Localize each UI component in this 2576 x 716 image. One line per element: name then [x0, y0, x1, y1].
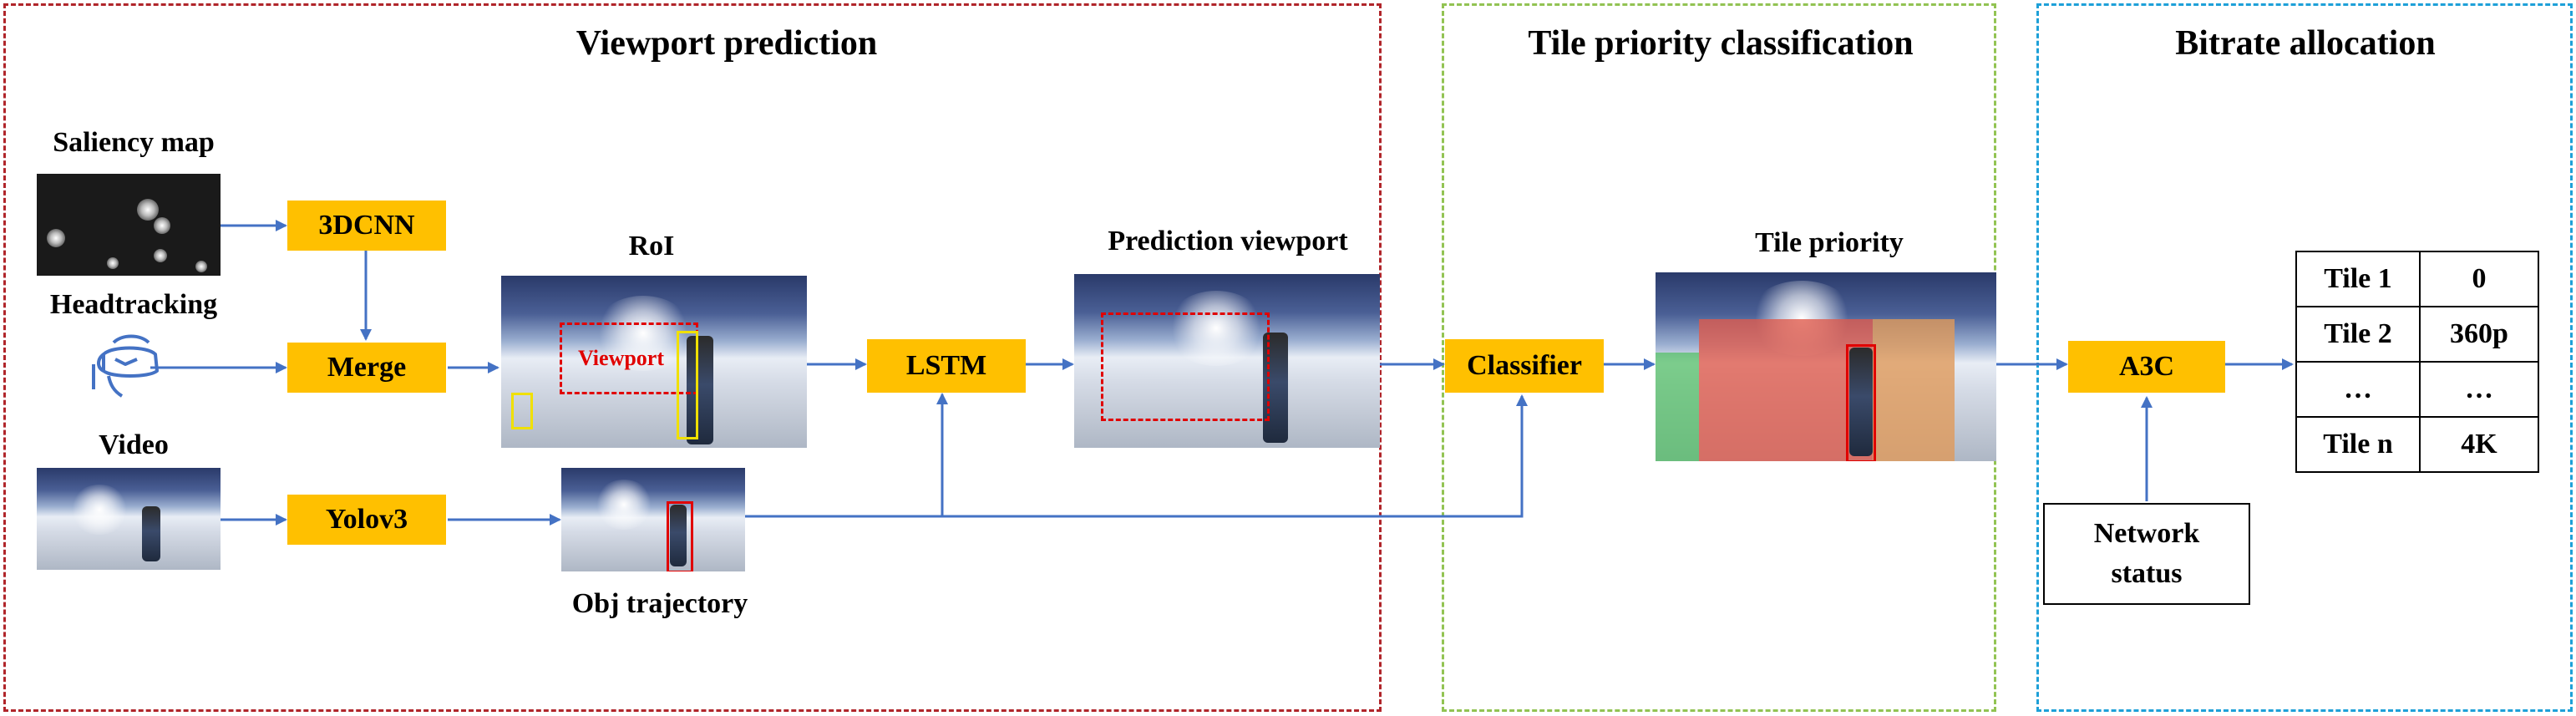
predicted-viewport-rect — [1101, 312, 1270, 421]
arrow-objtraj-to-classifier — [942, 401, 1524, 518]
tile-object-box — [1846, 344, 1876, 461]
tile-priority-image — [1656, 272, 1996, 461]
viewport-prediction-title: Viewport prediction — [576, 24, 878, 63]
table-cell-tile: Tile 1 — [2295, 251, 2421, 307]
table-cell-quality: 360p — [2419, 306, 2539, 363]
network-status-line1: Network — [2093, 518, 2200, 549]
obj-trajectory-label: Obj trajectory — [571, 588, 748, 619]
a3c-box: A3C — [2068, 341, 2225, 393]
table-cell-tile: Tile n — [2295, 416, 2421, 473]
table-cell-quality: 4K — [2419, 416, 2539, 473]
lstm-box: LSTM — [867, 339, 1026, 393]
video-label: Video — [99, 429, 169, 460]
prediction-viewport-label: Prediction viewport — [1108, 226, 1348, 256]
merge-box: Merge — [287, 343, 446, 393]
roi-object-box-2 — [677, 331, 698, 439]
tile-orange-region — [1873, 319, 1955, 461]
table-row: Tile 1 0 — [2295, 251, 2539, 307]
video-thumbnail — [37, 468, 221, 570]
table-cell-tile: Tile 2 — [2295, 306, 2421, 363]
table-cell-quality: … — [2419, 361, 2539, 418]
tile-priority-label: Tile priority — [1755, 227, 1904, 258]
table-row: Tile n 4K — [2295, 416, 2539, 473]
viewport-prediction-section — [3, 3, 1382, 712]
vr-headset-icon — [92, 334, 159, 398]
table-cell-tile: … — [2295, 361, 2421, 418]
trajectory-object-box — [667, 501, 693, 571]
saliency-map-image — [37, 174, 221, 276]
table-row: … … — [2295, 361, 2539, 418]
prediction-viewport-image — [1074, 274, 1380, 448]
saliency-map-label: Saliency map — [53, 127, 215, 158]
table-row: Tile 2 360p — [2295, 306, 2539, 363]
tile-green-region — [1656, 353, 1699, 461]
roi-viewport-text: Viewport — [578, 346, 665, 370]
tile-red-region — [1699, 319, 1873, 461]
tile-bitrate-table: Tile 1 0 Tile 2 360p … … Tile n 4K — [2295, 251, 2539, 473]
bitrate-allocation-title: Bitrate allocation — [2175, 24, 2436, 63]
table-cell-quality: 0 — [2419, 251, 2539, 307]
headtracking-label: Headtracking — [49, 289, 218, 320]
classifier-box: Classifier — [1445, 339, 1604, 393]
tile-priority-title: Tile priority classification — [1528, 24, 1914, 63]
yolov3-box: Yolov3 — [287, 495, 446, 545]
roi-label: RoI — [628, 231, 675, 262]
network-status-box: Network status — [2043, 503, 2250, 605]
bitrate-allocation-section — [2036, 3, 2573, 712]
network-status-line2: status — [2111, 558, 2183, 589]
roi-object-box-1 — [511, 393, 533, 429]
roi-image: Viewport — [501, 276, 807, 448]
3dcnn-box: 3DCNN — [287, 201, 446, 251]
object-trajectory-image — [561, 468, 745, 571]
